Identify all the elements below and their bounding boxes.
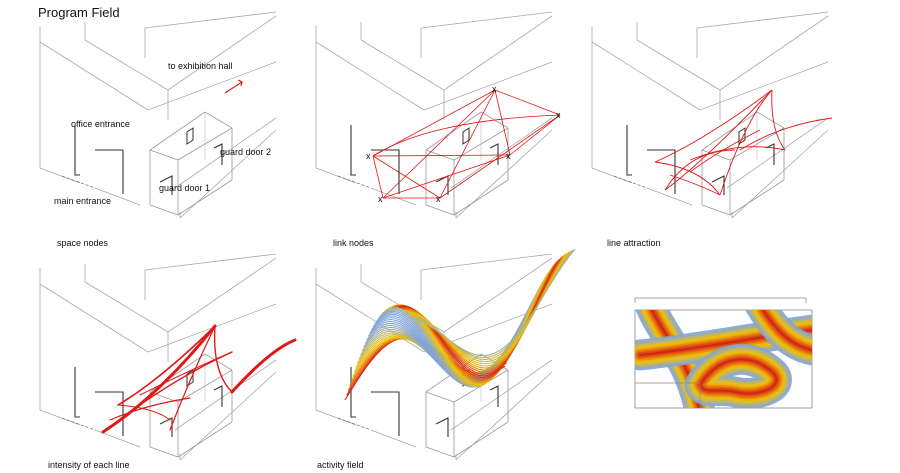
- panel-line-attraction: [591, 11, 833, 219]
- surface-ribbon: [414, 248, 576, 357]
- panel-plan-field: [634, 297, 813, 409]
- page-title: Program Field: [38, 5, 120, 20]
- caption-intensity: intensity of each line: [48, 460, 130, 470]
- plan-contour: [699, 358, 778, 395]
- office-entrance-label: office entrance: [71, 119, 130, 129]
- panel-space-nodes: [39, 11, 277, 219]
- node-marker: x: [378, 194, 383, 204]
- caption-activity-field: activity field: [317, 460, 364, 470]
- plan-contour-field: [635, 310, 812, 408]
- main-entrance-label: main entrance: [54, 196, 112, 206]
- panel-link-nodes: x x x x x x: [315, 11, 561, 219]
- plan-contour: [761, 310, 812, 351]
- attraction-curves: [654, 89, 833, 196]
- node-marker: x: [492, 84, 497, 94]
- panel-activity-field: [315, 248, 576, 461]
- node-marker: x: [506, 151, 511, 161]
- node-marker: x: [436, 194, 441, 204]
- caption-link-nodes: link nodes: [333, 238, 374, 248]
- exhibition-hall-label: to exhibition hall: [168, 61, 233, 71]
- guard-door-2-label: guard door 2: [220, 147, 272, 157]
- activity-surface: [344, 248, 576, 401]
- node-markers: x x x x x x: [366, 84, 561, 204]
- node-marker: x: [366, 151, 371, 161]
- caption-line-attraction: line attraction: [607, 238, 661, 248]
- panel-intensity: [39, 253, 297, 461]
- caption-space-nodes: space nodes: [57, 238, 109, 248]
- link-network: [372, 89, 561, 199]
- node-marker: x: [556, 110, 561, 120]
- intensity-curves: [101, 324, 297, 434]
- exhibition-arrow-icon: [224, 79, 244, 94]
- guard-door-1-label: guard door 1: [159, 183, 211, 193]
